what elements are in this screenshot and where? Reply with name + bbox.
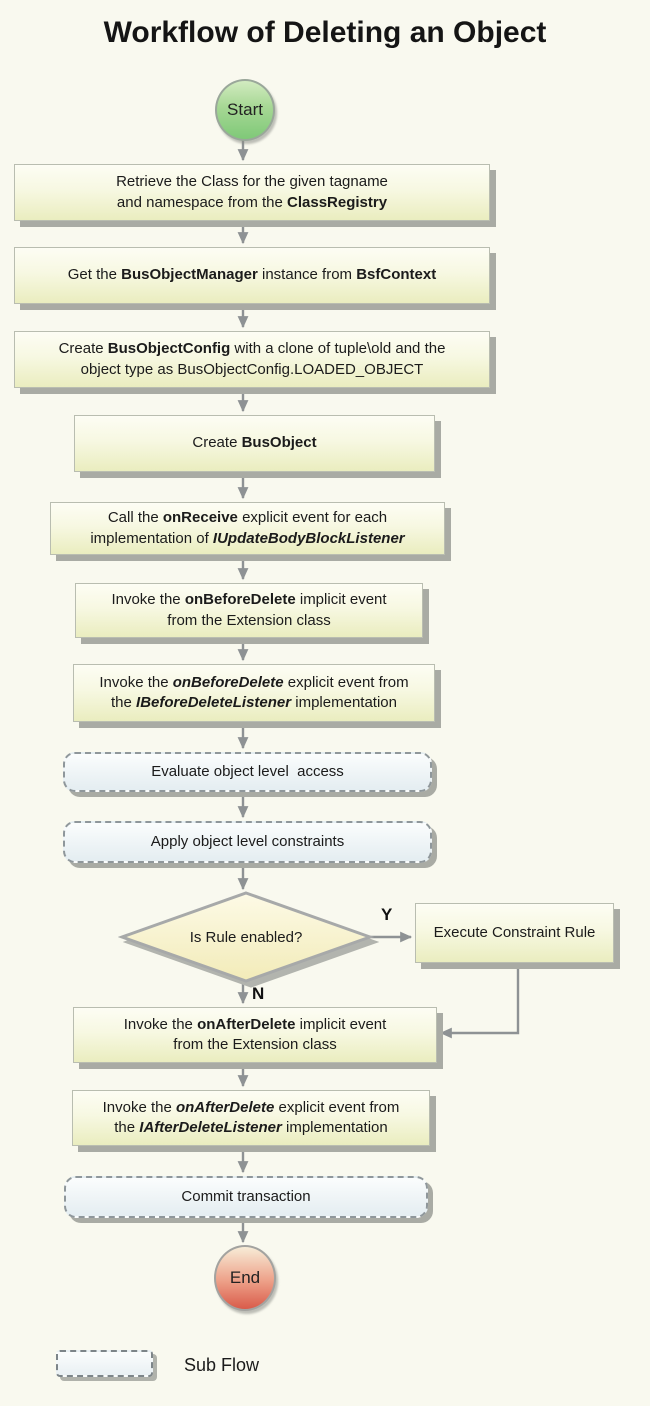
step-get-busobjectmanager: Get the BusObjectManager instance from B… xyxy=(14,247,490,304)
step-call-onreceive-label: Call the onReceive explicit event for ea… xyxy=(90,509,405,547)
decision-label: Is Rule enabled? xyxy=(189,928,303,946)
decision-diamond-shape xyxy=(117,891,375,983)
step-invoke-onbeforedelete-explicit-label: Invoke the onBeforeDelete explicit event… xyxy=(99,673,409,711)
step-invoke-onafterdelete-implicit-label: Invoke the onAfterDelete implicit event … xyxy=(123,1015,387,1053)
step-execute-constraint-rule-label: Execute Constraint Rule xyxy=(433,923,596,941)
subflow-evaluate-object-level-access: Evaluate object level access xyxy=(63,752,432,792)
step-create-busobjectconfig-label: Create BusObjectConfig with a clone of t… xyxy=(58,340,446,378)
end-label: End xyxy=(229,1268,261,1287)
subflow-commit-label: Commit transaction xyxy=(181,1187,311,1205)
step-invoke-onbeforedelete-explicit: Invoke the onBeforeDelete explicit event… xyxy=(73,664,435,722)
step-invoke-onafterdelete-implicit: Invoke the onAfterDelete implicit event … xyxy=(73,1007,437,1063)
end-node: End xyxy=(214,1245,276,1311)
subflow-apply-label: Apply object level constraints xyxy=(150,832,345,850)
start-label: Start xyxy=(227,100,263,119)
step-create-busobject-label: Create BusObject xyxy=(192,434,317,452)
page-title: Workflow of Deleting an Object xyxy=(103,16,547,49)
step-invoke-onbeforedelete-implicit: Invoke the onBeforeDelete implicit event… xyxy=(75,583,423,638)
subflow-apply-object-level-constraints: Apply object level constraints xyxy=(63,821,432,863)
step-call-onreceive: Call the onReceive explicit event for ea… xyxy=(50,502,445,555)
step-invoke-onafterdelete-explicit: Invoke the onAfterDelete explicit event … xyxy=(72,1090,430,1146)
branch-label-yes: Y xyxy=(381,905,393,924)
step-retrieve-class: Retrieve the Class for the given tagname… xyxy=(14,164,490,221)
step-execute-constraint-rule: Execute Constraint Rule xyxy=(415,903,614,963)
step-retrieve-class-label: Retrieve the Class for the given tagname… xyxy=(116,173,388,211)
step-create-busobjectconfig: Create BusObjectConfig with a clone of t… xyxy=(14,331,490,388)
legend-subflow-label: Sub Flow xyxy=(184,1355,260,1375)
start-node: Start xyxy=(215,79,275,141)
connector-rule-to-afterdelete xyxy=(439,963,520,1039)
subflow-evaluate-label: Evaluate object level access xyxy=(151,762,344,780)
branch-label-no: N xyxy=(252,984,265,1003)
step-invoke-onafterdelete-explicit-label: Invoke the onAfterDelete explicit event … xyxy=(102,1098,400,1136)
step-create-busobject: Create BusObject xyxy=(74,415,435,472)
subflow-commit-transaction: Commit transaction xyxy=(64,1176,428,1218)
decision-is-rule-enabled: Is Rule enabled? xyxy=(117,889,375,990)
step-get-busobjectmanager-label: Get the BusObjectManager instance from B… xyxy=(67,266,437,284)
legend-subflow-swatch xyxy=(56,1350,153,1377)
step-invoke-onbeforedelete-implicit-label: Invoke the onBeforeDelete implicit event… xyxy=(111,591,387,629)
